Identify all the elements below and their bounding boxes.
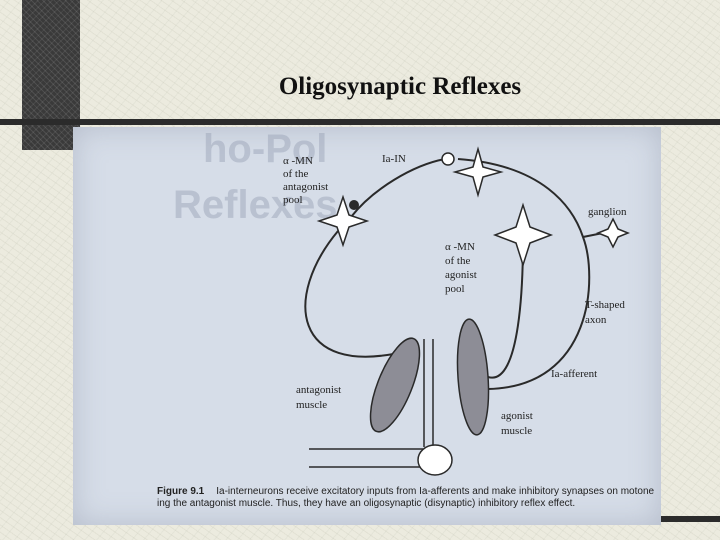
antagonist-mn-label-4: pool [283, 194, 303, 206]
antagonist-muscle-label-1: antagonist [296, 384, 341, 396]
inhibitory-synapse [349, 200, 359, 210]
ia-afferent-line [457, 158, 591, 390]
antagonist-mn-neuron [316, 194, 370, 248]
agonist-mn-neuron [492, 202, 554, 268]
joint-circle [417, 444, 453, 476]
agonist-muscle-label-1: agonist [501, 410, 533, 422]
ia-in-neuron [452, 146, 504, 198]
antagonist-muscle-shape [369, 337, 421, 433]
ia-afferent-label: Ia-afferent [551, 368, 597, 380]
agonist-mn-label-2: of the [445, 255, 470, 267]
antagonist-mn-label-1: α -MN [283, 155, 313, 167]
slide-title: Oligosynaptic Reflexes [278, 73, 522, 100]
agonist-muscle-label-2: muscle [501, 425, 532, 437]
ia-in-axon [350, 158, 446, 218]
top-rule [0, 119, 720, 125]
agonist-mn-label-4: pool [445, 283, 465, 295]
figure-caption-line-2: ing the antagonist muscle. Thus, they ha… [157, 498, 575, 509]
ganglion-label: ganglion [588, 206, 627, 218]
figure-caption-line-1: Figure 9.1 Ia-interneurons receive excit… [157, 481, 655, 498]
t-shaped-axon-label-2: axon [585, 314, 607, 326]
background-ghost-text-2: Reflexes [173, 183, 338, 227]
background-ghost-text-1: ho-Pol [203, 127, 328, 171]
antagonist-muscle-label-2: muscle [296, 399, 327, 411]
agonist-muscle-shape [456, 318, 490, 436]
antagonist-mn-label-3: antagonist [283, 181, 328, 193]
figure-panel: ho-Pol Reflexes α -MN of the antagon [73, 127, 661, 525]
agonist-mn-label-1: α -MN [445, 241, 475, 253]
figure-caption-text-1: Ia-interneurons receive excitatory input… [216, 486, 654, 497]
figure-number: Figure 9.1 [157, 486, 205, 497]
reflex-diagram: α -MN of the antagonist pool Ia-IN gangl… [157, 146, 655, 509]
left-decorative-bar [22, 0, 80, 150]
agonist-mn-label-3: agonist [445, 269, 477, 281]
ganglion-neuron [595, 217, 631, 249]
agonist-mn-axon [487, 238, 524, 379]
ia-in-synapse [441, 152, 455, 166]
t-shaped-axon-label-1: T-shaped [585, 299, 625, 311]
ia-in-label: Ia-IN [382, 153, 406, 165]
antagonist-mn-label-2: of the [283, 168, 308, 180]
antagonist-mn-axon [304, 230, 404, 358]
